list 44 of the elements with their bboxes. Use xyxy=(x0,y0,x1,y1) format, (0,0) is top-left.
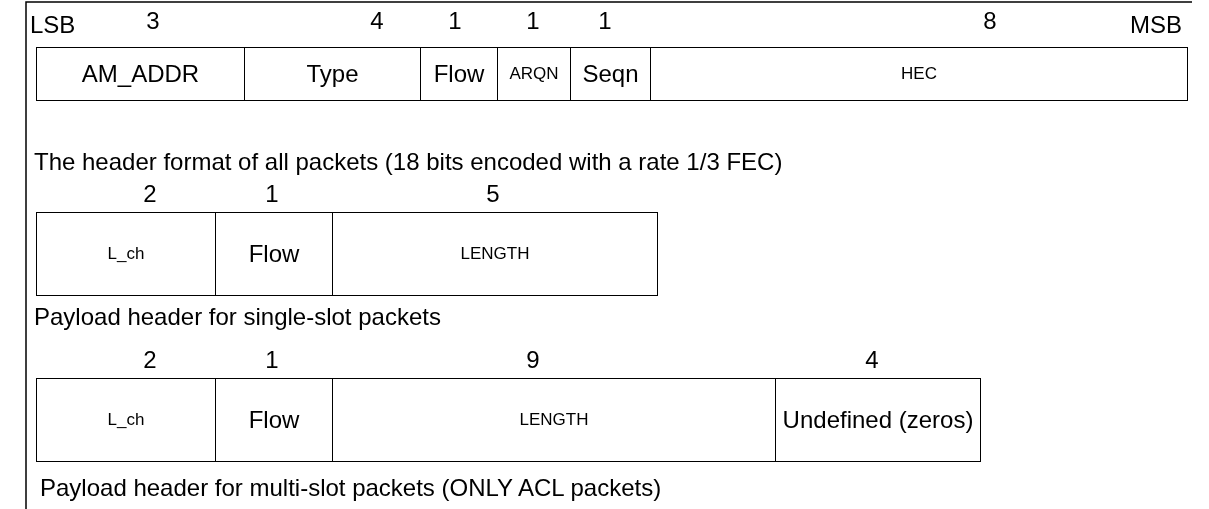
bit-count: 3 xyxy=(146,8,160,34)
field-box xyxy=(36,47,245,101)
field-name: L_ch xyxy=(107,409,145,431)
field-name: Flow xyxy=(433,61,485,87)
field-name: Undefined (zeros) xyxy=(782,407,974,433)
bit-count: 2 xyxy=(143,181,157,207)
bit-count: 4 xyxy=(865,347,879,373)
field-box xyxy=(215,212,333,296)
field-box xyxy=(332,378,776,462)
bit-count: 8 xyxy=(983,8,997,34)
bit-count: 1 xyxy=(265,347,279,373)
field-box xyxy=(332,212,658,296)
field-box xyxy=(36,378,216,462)
field-box xyxy=(420,47,498,101)
field-name: LENGTH xyxy=(460,243,530,265)
field-name: LENGTH xyxy=(519,409,589,431)
bit-count: 1 xyxy=(526,8,540,34)
field-name: HEC xyxy=(901,63,937,85)
msb-label: MSB xyxy=(1130,12,1182,38)
bit-count: 1 xyxy=(265,181,279,207)
field-box xyxy=(497,47,571,101)
caption: Payload header for multi-slot packets (ONLY ACL packets) xyxy=(40,475,662,501)
bit-count: 5 xyxy=(486,181,500,207)
bit-count: 1 xyxy=(598,8,612,34)
field-box xyxy=(36,212,216,296)
field-name: AM_ADDR xyxy=(81,61,200,87)
field-box xyxy=(215,378,333,462)
field-name: Flow xyxy=(248,407,300,433)
field-name: Type xyxy=(306,61,359,87)
bit-count: 9 xyxy=(526,347,540,373)
field-name: Seqn xyxy=(582,61,639,87)
field-box xyxy=(775,378,981,462)
field-name: L_ch xyxy=(107,243,145,265)
field-box xyxy=(244,47,421,101)
field-name: Flow xyxy=(248,241,300,267)
bit-count: 4 xyxy=(370,8,384,34)
lsb-label: LSB xyxy=(30,12,76,38)
caption: The header format of all packets (18 bits encoded with a rate 1/3 FEC) xyxy=(34,149,783,175)
bit-count: 2 xyxy=(143,347,157,373)
caption: Payload header for single-slot packets xyxy=(34,304,441,330)
field-box xyxy=(650,47,1188,101)
field-box xyxy=(570,47,651,101)
field-name: ARQN xyxy=(509,63,559,85)
bit-count: 1 xyxy=(448,8,462,34)
